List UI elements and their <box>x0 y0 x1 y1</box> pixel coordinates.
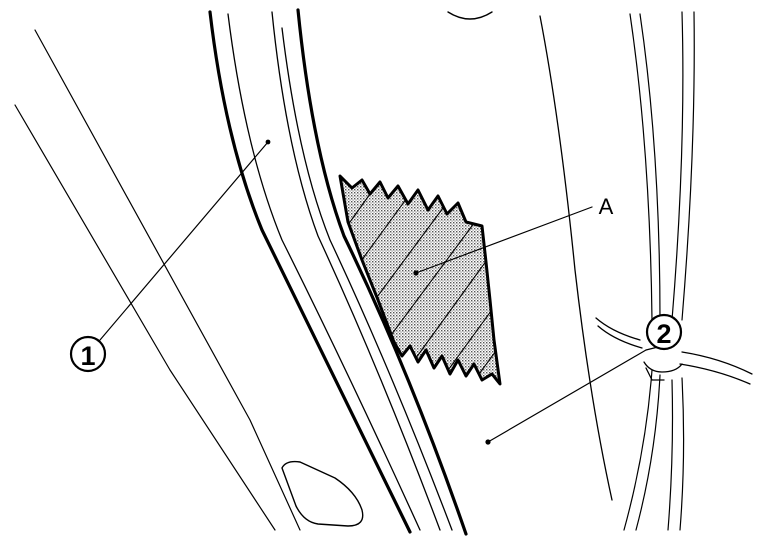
top-arc <box>447 11 493 20</box>
callout-2-number: 2 <box>656 319 671 349</box>
leader-line-1 <box>99 141 269 341</box>
area-a-label: A <box>599 194 614 219</box>
leader-dot-2 <box>485 439 491 445</box>
left-body-outline <box>14 29 301 531</box>
callout-1-number: 1 <box>80 341 95 371</box>
pillar-outline <box>208 8 468 536</box>
callout-1: 1 <box>69 335 107 373</box>
leader-dot-a <box>413 270 419 276</box>
lower-opening <box>281 460 364 527</box>
right-panel-outline <box>539 11 695 531</box>
callout-2: 2 <box>645 313 683 351</box>
clip-connector <box>595 317 753 385</box>
leader-line-2a <box>487 349 647 443</box>
leader-lines <box>99 139 663 445</box>
leader-line-a <box>415 206 593 274</box>
leader-dot-1 <box>265 139 271 145</box>
seal-patch-area <box>338 174 502 386</box>
